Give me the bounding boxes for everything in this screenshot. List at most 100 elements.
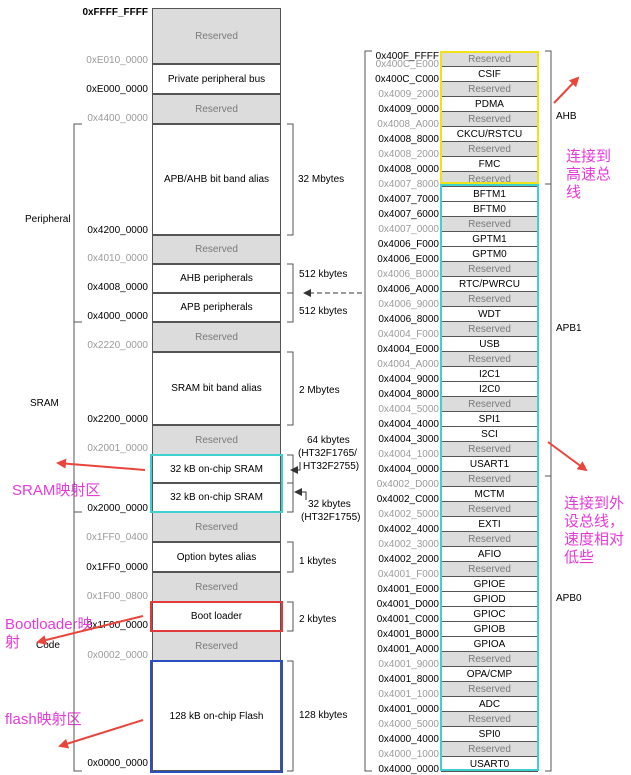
address-label: 0x4004_5000 [378, 404, 439, 415]
address-label: 0x4001_9000 [378, 659, 439, 670]
address-label: 0xE010_0000 [86, 55, 148, 66]
size-label: 128 kbytes [299, 710, 348, 721]
size-label: 1 kbytes [299, 556, 337, 567]
address-label: 0x4004_1000 [378, 449, 439, 460]
address-label: 0x4007_0000 [378, 224, 439, 235]
size-label: 512 kbytes [299, 306, 348, 317]
address-label: 0x400C_C000 [375, 74, 439, 85]
reserved-block: Reserved [152, 322, 281, 352]
sram-32kb-upper-block: 32 kB on-chip SRAM [152, 455, 281, 483]
address-label: 0x4004_8000 [378, 389, 439, 400]
address-label: 0xE000_0000 [86, 84, 148, 95]
address-label: 0x4000_0000 [87, 311, 148, 322]
address-label: 0x4001_B000 [377, 629, 439, 640]
address-label: 0x1F00_0800 [86, 591, 148, 602]
reserved-block: Reserved [152, 8, 281, 64]
address-label: 0x4000_0000 [378, 764, 439, 775]
annotation-bootloader-note: Bootloader映射 [5, 616, 93, 651]
bus-label-apb1: APB1 [556, 323, 582, 334]
address-label: 0x4000_5000 [378, 719, 439, 730]
address-label: 0x4002_4000 [378, 524, 439, 535]
annotation-flash-note: flash映射区 [5, 711, 82, 728]
address-label: 0x4009_0000 [378, 104, 439, 115]
address-label: 0x4001_E000 [377, 584, 439, 595]
reserved-block: Reserved [152, 512, 281, 542]
address-label: 0x4002_2000 [378, 554, 439, 565]
size-label: 2 Mbytes [299, 385, 340, 396]
address-label: 0x1FF0_0400 [86, 532, 148, 543]
address-label: 0x4001_C000 [376, 614, 439, 625]
annotation-sram-note: SRAM映射区 [12, 482, 101, 499]
address-label: 0x4006_B000 [377, 269, 439, 280]
flash-128kb-block: 128 kB on-chip Flash [152, 661, 281, 771]
address-label: 0x4010_0000 [87, 253, 148, 264]
address-label: 0xFFFF_FFFF [82, 7, 148, 18]
address-label: 0x4004_0000 [378, 464, 439, 475]
right-top-address: 0x400F_FFFF [375, 51, 439, 62]
size-label: 64 kbytes [307, 435, 350, 446]
address-label: 0x4007_7000 [378, 194, 439, 205]
reserved-block: Reserved [152, 235, 281, 264]
address-label: 0x4004_9000 [378, 374, 439, 385]
address-label: 0x4000_1000 [378, 749, 439, 760]
size-label: 2 kbytes [299, 614, 337, 625]
address-label: 0x4002_3000 [378, 539, 439, 550]
address-label: 0x4002_C000 [376, 494, 439, 505]
address-label: 0x4007_8000 [378, 179, 439, 190]
size-label: (HT32F1755) [301, 512, 361, 523]
region-label-sram: SRAM [30, 398, 59, 409]
address-label: 0x1FF0_0000 [86, 562, 148, 573]
address-label: 0x4009_2000 [378, 89, 439, 100]
address-label: 0x4004_A000 [377, 359, 439, 370]
address-label: 0x4008_2000 [378, 149, 439, 160]
annotation-apb-note: 连接到外设总线，速度相对低些 [564, 495, 625, 566]
bus-label-apb0: APB0 [556, 593, 582, 604]
bus-braces [545, 50, 552, 772]
size-label: 32 kbytes [308, 499, 351, 510]
apb-peripherals-block: APB peripherals [152, 293, 281, 322]
address-label: 0x2220_0000 [87, 340, 148, 351]
address-label: 0x4002_5000 [378, 509, 439, 520]
address-label: 0x4000_4000 [378, 734, 439, 745]
address-label: 0x4004_F000 [377, 329, 439, 340]
size-label: 32 Mbytes [298, 174, 345, 185]
size-label: 512 kbytes [299, 269, 348, 280]
region-label-peripheral: Peripheral [25, 214, 71, 225]
annotation-ahb-note: 连接到高速总线 [566, 148, 612, 201]
address-label: 0x4006_A000 [377, 284, 439, 295]
address-label: 0x4001_0000 [378, 704, 439, 715]
address-label: 0x4004_4000 [378, 419, 439, 430]
private-peripheral-bus-block: Private peripheral bus [152, 64, 281, 94]
address-label: 0x4004_E000 [377, 344, 439, 355]
address-label: 0x4007_6000 [378, 209, 439, 220]
reserved-block: Reserved [152, 94, 281, 124]
address-label: 0x4001_D000 [376, 599, 439, 610]
address-label: 0x400C_E000 [375, 59, 439, 70]
size-label: HT32F2755) [303, 461, 360, 472]
address-label: 0x4001_A000 [377, 644, 439, 655]
address-label: 0x2001_0000 [87, 443, 148, 454]
address-label: 0x4006_9000 [378, 299, 439, 310]
apb-ahb-bit-band-alias-block: APB/AHB bit band alias [152, 124, 281, 235]
address-label: 0x4004_3000 [378, 434, 439, 445]
address-label: 0x4001_8000 [378, 674, 439, 685]
address-label: 0x4400_0000 [87, 113, 148, 124]
address-label: 0x4008_8000 [378, 134, 439, 145]
address-label: 0x4001_1000 [378, 689, 439, 700]
size-braces [287, 123, 294, 772]
address-label: 0x4006_E000 [377, 254, 439, 265]
address-label: 0x4001_F000 [377, 569, 439, 580]
reserved-block: Reserved [152, 572, 281, 602]
address-label: 0x4002_D000 [376, 479, 439, 490]
address-label: 0x2000_0000 [87, 503, 148, 514]
address-label: 0x0000_0000 [87, 758, 148, 769]
bus-label-ahb: AHB [556, 111, 577, 122]
address-label: 0x4008_0000 [378, 164, 439, 175]
address-label: 0x1F00_0000 [86, 620, 148, 631]
sram-bit-band-alias-block: SRAM bit band alias [152, 352, 281, 425]
address-label: 0x4008_0000 [87, 282, 148, 293]
option-bytes-alias-block: Option bytes alias [152, 542, 281, 572]
region-brackets [73, 123, 82, 772]
address-label: 0x4006_8000 [378, 314, 439, 325]
